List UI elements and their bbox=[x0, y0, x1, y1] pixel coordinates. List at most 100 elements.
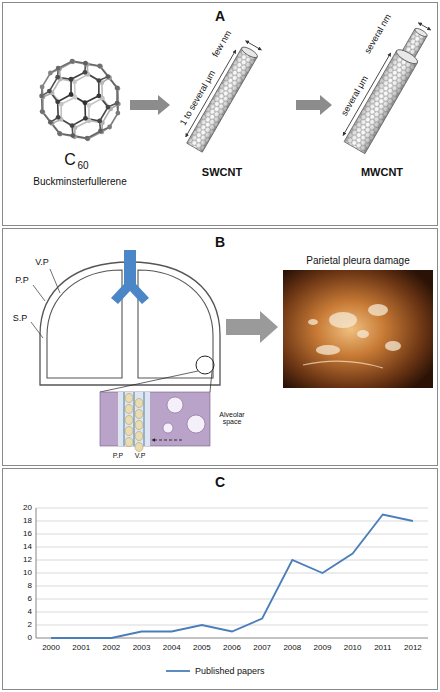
panel-letter: A bbox=[3, 3, 437, 23]
y-axis bbox=[36, 508, 37, 638]
gridline bbox=[36, 599, 428, 600]
carbon-atom bbox=[87, 103, 92, 108]
nanotube-name: MWCNT bbox=[361, 167, 403, 178]
axis-tick: 2 bbox=[28, 621, 32, 629]
axis-tick: 16 bbox=[23, 530, 32, 538]
dimension-label: 1 to several μm bbox=[179, 69, 218, 127]
axis-tick: 2002 bbox=[102, 644, 120, 652]
multi-wall-nanotube bbox=[341, 18, 435, 153]
leader-line bbox=[50, 269, 60, 293]
carbon-bond bbox=[71, 94, 85, 102]
gridline bbox=[36, 547, 428, 548]
carbon-atom bbox=[69, 77, 74, 82]
mesothelial-cell bbox=[125, 438, 133, 447]
carbon-atom bbox=[69, 92, 74, 97]
carbon-atom bbox=[98, 64, 103, 69]
zoom-line bbox=[210, 371, 212, 392]
gridline bbox=[36, 573, 428, 574]
carbon-atom bbox=[55, 99, 60, 104]
carbon-atom bbox=[97, 64, 102, 69]
inset-label: P.P bbox=[113, 452, 123, 459]
gridline bbox=[36, 521, 428, 522]
mesothelial-cell bbox=[125, 405, 133, 414]
dimension-arrow bbox=[186, 50, 236, 137]
gridline bbox=[36, 560, 428, 561]
axis-tick: 4 bbox=[28, 608, 32, 616]
carbon-atom bbox=[98, 129, 103, 134]
pleura-label: V.P bbox=[35, 258, 49, 267]
leader-line bbox=[31, 322, 43, 338]
photo-box: Parietal pleura damage bbox=[282, 255, 434, 388]
pleural-membrane bbox=[143, 392, 144, 446]
carbon-atom bbox=[57, 131, 62, 136]
inner-nanotube-end bbox=[414, 27, 429, 38]
tissue-inset bbox=[100, 392, 210, 452]
legend-entry: Published papers bbox=[165, 666, 265, 676]
carbon-bond bbox=[58, 117, 72, 125]
carbon-atom bbox=[107, 125, 112, 130]
carbon-atom bbox=[115, 86, 120, 91]
carbon-atom bbox=[85, 136, 90, 141]
gridline bbox=[36, 625, 428, 626]
mesothelial-cell bbox=[135, 421, 143, 430]
trachea-bronchi bbox=[111, 250, 149, 304]
data-line bbox=[51, 515, 413, 639]
carbon-atom bbox=[83, 116, 88, 121]
carbon-atom bbox=[86, 136, 91, 141]
line-chart bbox=[36, 508, 428, 638]
carbon-atom bbox=[115, 101, 120, 106]
zoom-line bbox=[100, 371, 198, 392]
transition-arrow bbox=[296, 95, 332, 115]
axis-tick: 2012 bbox=[404, 644, 422, 652]
endoscopy-photo bbox=[283, 270, 433, 388]
legend-line bbox=[166, 670, 190, 672]
legend-label: Published papers bbox=[195, 667, 265, 676]
carbon-atom bbox=[39, 94, 44, 99]
molecule-name: C bbox=[64, 152, 76, 168]
molecule-subscript: 60 bbox=[77, 161, 88, 171]
mesothelial-cell bbox=[135, 432, 143, 441]
light-streak bbox=[303, 361, 383, 368]
pleural-membrane bbox=[123, 392, 124, 446]
gridline bbox=[36, 508, 428, 509]
damage-arrow bbox=[226, 311, 278, 343]
dimension-arrow bbox=[418, 23, 430, 30]
pleural-membrane bbox=[133, 392, 134, 446]
axis-tick: 18 bbox=[23, 517, 32, 525]
dimension-label: several nm bbox=[363, 13, 393, 56]
transition-arrow bbox=[130, 95, 170, 115]
dimension-arrow bbox=[246, 41, 262, 50]
carbon-bond bbox=[110, 113, 118, 127]
carbon-atom bbox=[83, 70, 88, 75]
axis-tick: 2000 bbox=[42, 644, 60, 652]
axis-tick: 2007 bbox=[253, 644, 271, 652]
carbon-atom bbox=[48, 120, 53, 125]
carbon-atom bbox=[96, 78, 101, 83]
carbon-atom bbox=[40, 85, 45, 90]
carbon-atom bbox=[70, 59, 75, 64]
carbon-atom bbox=[40, 109, 45, 114]
axis-tick: 2004 bbox=[163, 644, 181, 652]
alveolus bbox=[163, 423, 173, 433]
carbon-atom bbox=[41, 110, 46, 115]
pleura-label: P.P bbox=[15, 276, 28, 285]
mesothelial-cell bbox=[125, 427, 133, 436]
axis-tick: 20 bbox=[23, 504, 32, 512]
carbon-atom bbox=[48, 71, 53, 76]
axis-tick: 12 bbox=[23, 556, 32, 564]
inset-tissue bbox=[100, 392, 210, 446]
carbon-atom bbox=[115, 111, 120, 116]
carbon-atom bbox=[58, 132, 63, 137]
axis-tick: 2003 bbox=[133, 644, 151, 652]
carbon-atom bbox=[55, 75, 60, 80]
carbon-atom bbox=[56, 115, 61, 120]
carbon-atom bbox=[83, 61, 88, 66]
gridline bbox=[36, 612, 428, 613]
carbon-atom bbox=[115, 85, 120, 90]
zoom-circle bbox=[196, 356, 214, 374]
pleural-layers bbox=[118, 392, 150, 446]
axis-tick: 2011 bbox=[374, 644, 391, 652]
carbon-atom bbox=[70, 59, 75, 64]
alveolus bbox=[187, 415, 205, 433]
dimension-label: several μm bbox=[340, 75, 370, 118]
